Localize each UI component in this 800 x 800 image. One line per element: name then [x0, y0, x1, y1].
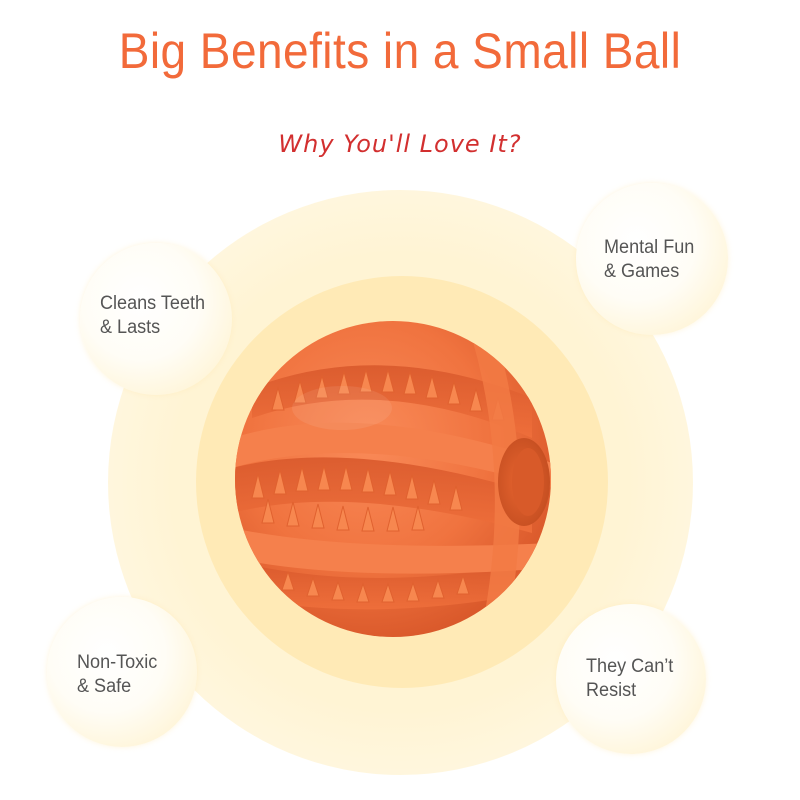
benefit-text-cleans-teeth: Cleans Teeth & Lasts	[100, 292, 205, 340]
benefit-bubble-cant-resist	[556, 604, 706, 754]
benefit-line2: & Lasts	[100, 317, 161, 338]
product-image	[232, 318, 554, 640]
benefit-line1: Mental Fun	[604, 237, 695, 258]
benefit-text-non-toxic: Non-Toxic & Safe	[77, 651, 157, 699]
benefit-bubble-cleans-teeth	[80, 243, 232, 395]
benefit-line2: & Safe	[77, 676, 132, 697]
benefit-text-cant-resist: They Can’t Resist	[586, 655, 673, 703]
dental-ball-icon	[235, 321, 551, 637]
benefit-bubble-mental-fun	[576, 183, 728, 335]
benefit-line1: They Can’t	[586, 656, 674, 677]
page-title: Big Benefits in a Small Ball	[118, 23, 682, 79]
benefit-line2: Resist	[586, 680, 637, 701]
benefit-line1: Cleans Teeth	[100, 293, 206, 314]
benefit-bubble-non-toxic	[47, 597, 197, 747]
page-subtitle: Why You'll Love It?	[278, 130, 522, 158]
benefit-line1: Non-Toxic	[77, 652, 158, 673]
benefit-text-mental-fun: Mental Fun & Games	[604, 236, 694, 284]
benefit-line2: & Games	[604, 261, 680, 282]
